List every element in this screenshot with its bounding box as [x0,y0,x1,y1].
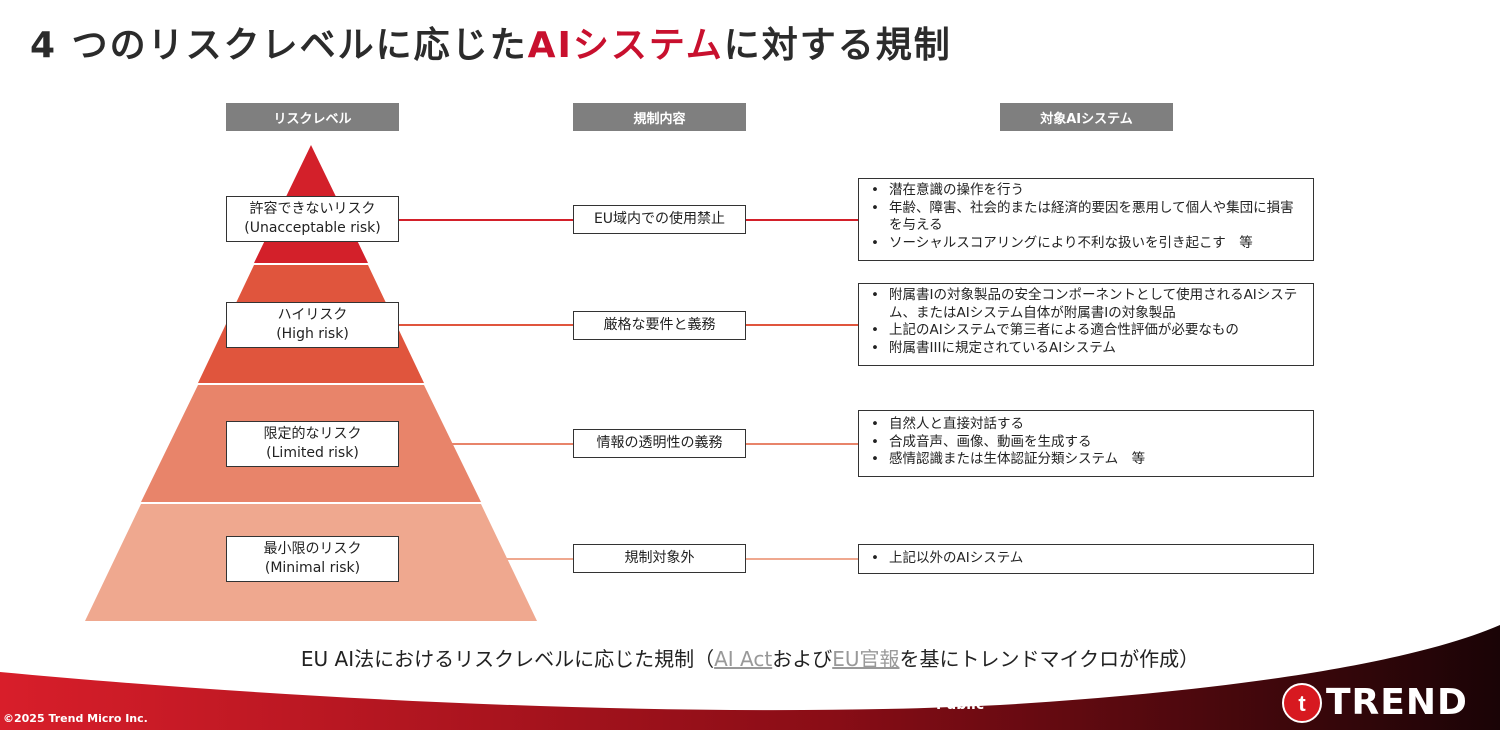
list-item: 附属書IIIに規定されているAIシステム [867,340,1305,358]
svg-text:t: t [1298,691,1306,716]
title-part: に対する規制 [723,25,952,66]
regulation-box: 情報の透明性の義務 [573,429,746,458]
classification-label: Public [936,697,985,713]
label-en: (Unacceptable risk) [244,220,381,236]
ai-act-link[interactable]: AI Act [714,647,773,671]
header-target-systems: 対象AIシステム [1000,103,1173,131]
regulation-box: 厳格な要件と義務 [573,311,746,340]
title-accent: AIシステム [527,25,724,66]
list-item: 上記以外のAIシステム [867,550,1305,568]
connector-line [398,443,574,445]
list-item: 上記のAIシステムで第三者による適合性評価が必要なもの [867,322,1305,340]
header-risk-level: リスクレベル [226,103,399,131]
risk-label-limited: 限定的なリスク (Limited risk) [226,421,399,467]
connector-line [398,558,574,560]
connector-line [745,219,859,221]
label-ja: 最小限のリスク [263,541,362,557]
label-en: (Limited risk) [266,445,359,461]
list-item: 自然人と直接対話する [867,416,1305,434]
eu-official-journal-link[interactable]: EU官報 [832,647,900,671]
connector-line [745,558,859,560]
connector-line [745,324,859,326]
figure-caption: EU AI法におけるリスクレベルに応じた規制（AI ActおよびEU官報を基にト… [0,643,1500,672]
caption-text: を基にトレンドマイクロが作成） [899,647,1200,671]
header-regulation: 規制内容 [573,103,746,131]
label-ja: 許容できないリスク [249,201,376,217]
target-systems-limited: 自然人と直接対話する 合成音声、画像、動画を生成する 感情認識または生体認証分類… [858,410,1314,477]
target-systems-high: 附属書Iの対象製品の安全コンポーネントとして使用されるAIシステム、またはAIシ… [858,283,1314,366]
title-part: 4 つのリスクレベルに応じた [30,25,528,66]
regulation-box: 規制対象外 [573,544,746,573]
list-item: ソーシャルスコアリングにより不利な扱いを引き起こす 等 [867,235,1305,253]
list-item: 感情認識または生体認証分類システム 等 [867,451,1305,469]
regulation-box: EU域内での使用禁止 [573,205,746,234]
connector-line [745,443,859,445]
label-ja: ハイリスク [277,307,348,323]
target-systems-unacceptable: 潜在意識の操作を行う 年齢、障害、社会的または経済的要因を悪用して個人や集団に損… [858,178,1314,261]
connector-line [398,219,574,221]
risk-label-minimal: 最小限のリスク (Minimal risk) [226,536,399,582]
list-item: 合成音声、画像、動画を生成する [867,434,1305,452]
logo-text: TREND [1326,682,1468,723]
connector-line [398,324,574,326]
label-en: (Minimal risk) [264,560,361,576]
risk-label-high: ハイリスク (High risk) [226,302,399,348]
copyright: ©2025 Trend Micro Inc. [3,712,148,725]
list-item: 年齢、障害、社会的または経済的要因を悪用して個人や集団に損害を与える [867,200,1305,235]
risk-label-unacceptable: 許容できないリスク (Unacceptable risk) [226,196,399,242]
list-item: 附属書Iの対象製品の安全コンポーネントとして使用されるAIシステム、またはAIシ… [867,287,1305,322]
label-ja: 限定的なリスク [263,426,362,442]
list-item: 潜在意識の操作を行う [867,182,1305,200]
target-systems-minimal: 上記以外のAIシステム [858,544,1314,574]
trend-logo: t TREND [1282,682,1468,723]
caption-text: EU AI法におけるリスクレベルに応じた規制（ [300,647,715,671]
label-en: (High risk) [276,326,349,342]
caption-text: および [772,647,833,671]
trend-logo-icon: t [1282,682,1322,723]
page-title: 4 つのリスクレベルに応じたAIシステムに対する規制 [30,16,952,68]
